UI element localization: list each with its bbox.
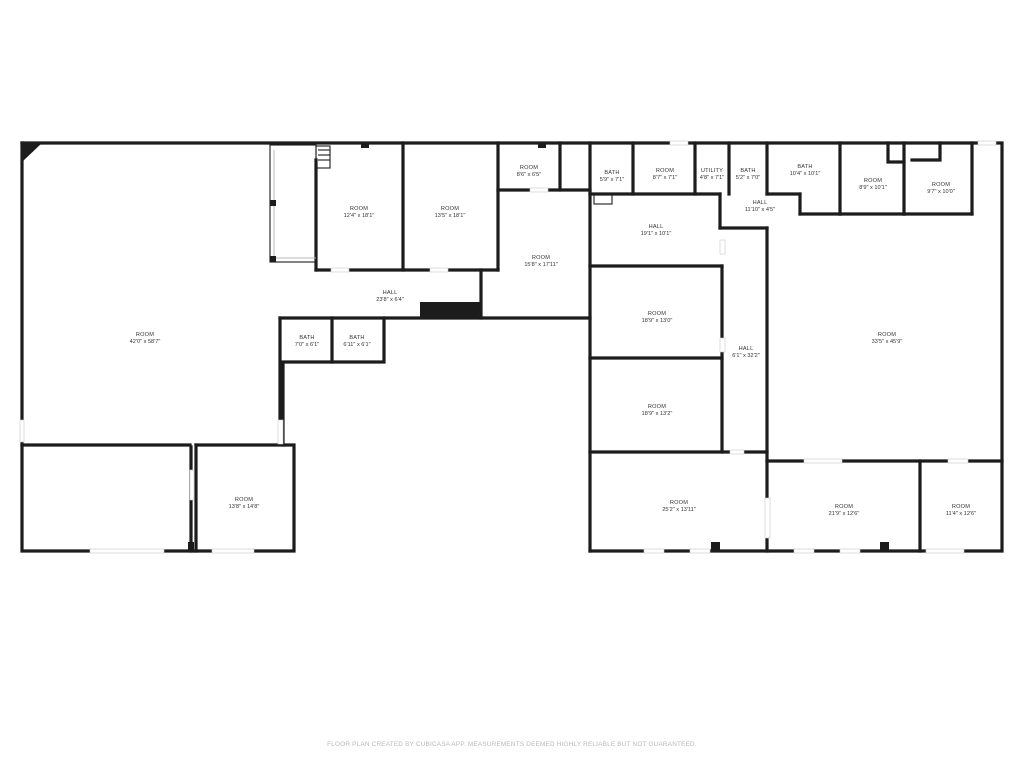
svg-text:6'11" x 6'1": 6'11" x 6'1"	[343, 342, 370, 348]
svg-text:15'8" x 17'11": 15'8" x 17'11"	[524, 262, 557, 268]
svg-text:18'9" x 13'0": 18'9" x 13'0"	[642, 318, 673, 324]
svg-text:HALL: HALL	[739, 346, 754, 352]
plan-disclaimer: FLOOR PLAN CREATED BY CUBICASA APP. MEAS…	[327, 741, 697, 748]
svg-text:23'8" x 6'4": 23'8" x 6'4"	[376, 297, 404, 303]
interior-walls	[20, 141, 1004, 553]
svg-text:HALL: HALL	[383, 290, 398, 296]
svg-text:13'5" x 18'1": 13'5" x 18'1"	[435, 213, 466, 219]
svg-text:BATH: BATH	[299, 335, 314, 341]
svg-text:5'2" x 7'0": 5'2" x 7'0"	[736, 175, 760, 181]
svg-text:BATH: BATH	[740, 168, 755, 174]
svg-text:4'8" x 7'1": 4'8" x 7'1"	[700, 175, 724, 181]
svg-text:ROOM: ROOM	[648, 404, 666, 410]
svg-text:ROOM: ROOM	[656, 168, 674, 174]
svg-text:42'0" x 58'7": 42'0" x 58'7"	[130, 339, 161, 345]
svg-text:18'9" x 13'2": 18'9" x 13'2"	[642, 411, 673, 417]
svg-text:8'7" x 7'1": 8'7" x 7'1"	[653, 175, 677, 181]
svg-text:ROOM: ROOM	[532, 255, 550, 261]
exterior-walls	[20, 141, 1004, 553]
svg-text:ROOM: ROOM	[835, 504, 853, 510]
svg-text:8'9" x 10'1": 8'9" x 10'1"	[859, 185, 887, 191]
columns	[188, 143, 889, 551]
svg-text:7'0" x 6'1": 7'0" x 6'1"	[295, 342, 319, 348]
svg-text:9'7" x 10'0": 9'7" x 10'0"	[927, 189, 955, 195]
svg-text:ROOM: ROOM	[952, 504, 970, 510]
svg-text:HALL: HALL	[753, 200, 768, 206]
svg-text:21'9" x 12'6": 21'9" x 12'6"	[829, 511, 860, 517]
svg-text:5'9" x 7'1": 5'9" x 7'1"	[600, 177, 624, 183]
svg-text:ROOM: ROOM	[350, 206, 368, 212]
svg-text:ROOM: ROOM	[520, 165, 538, 171]
svg-text:ROOM: ROOM	[932, 182, 950, 188]
svg-text:BATH: BATH	[604, 170, 619, 176]
svg-text:12'4" x 18'1": 12'4" x 18'1"	[344, 213, 375, 219]
svg-text:10'4" x 10'1": 10'4" x 10'1"	[790, 171, 821, 177]
svg-text:6'1" x 32'2": 6'1" x 32'2"	[732, 353, 760, 359]
svg-text:BATH: BATH	[349, 335, 364, 341]
svg-text:11'4" x 12'6": 11'4" x 12'6"	[946, 511, 976, 517]
wall-details	[19, 140, 997, 554]
svg-text:ROOM: ROOM	[136, 332, 154, 338]
svg-text:8'6" x 6'5": 8'6" x 6'5"	[517, 172, 541, 178]
svg-text:ROOM: ROOM	[648, 311, 666, 317]
svg-text:BATH: BATH	[797, 164, 812, 170]
svg-text:33'5" x 45'9": 33'5" x 45'9"	[872, 339, 903, 345]
svg-text:11'10" x 4'5": 11'10" x 4'5"	[745, 207, 775, 213]
svg-text:25'2" x 13'11": 25'2" x 13'11"	[662, 507, 695, 513]
svg-text:ROOM: ROOM	[235, 497, 253, 503]
svg-text:UTILITY: UTILITY	[701, 168, 723, 174]
svg-text:13'8" x 14'8": 13'8" x 14'8"	[229, 504, 260, 510]
svg-text:ROOM: ROOM	[670, 500, 688, 506]
svg-text:ROOM: ROOM	[441, 206, 459, 212]
svg-text:ROOM: ROOM	[864, 178, 882, 184]
svg-text:HALL: HALL	[649, 224, 664, 230]
svg-text:19'1" x 10'1": 19'1" x 10'1"	[641, 231, 672, 237]
svg-text:ROOM: ROOM	[878, 332, 896, 338]
